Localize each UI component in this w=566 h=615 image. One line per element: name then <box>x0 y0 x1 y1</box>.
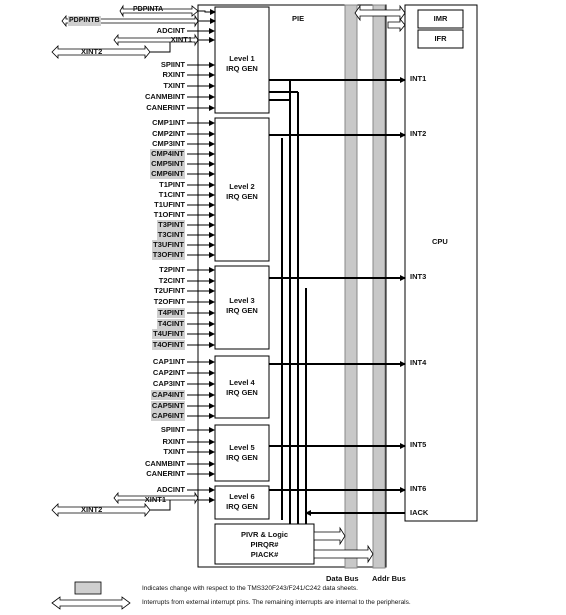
addr-bus <box>372 4 386 569</box>
int2-label: INT2 <box>410 129 427 138</box>
input-label-t4ofint: T4OFINT <box>151 340 185 350</box>
cpu-block <box>404 4 478 522</box>
input-label-cmp3int: CMP3INT <box>152 139 185 148</box>
input-label-adcint: ADCINT <box>156 485 185 494</box>
input-label-cap5int: CAP5INT <box>150 401 185 411</box>
iack-label: IACK <box>410 508 429 517</box>
input-label-cmp2int: CMP2INT <box>152 129 185 138</box>
data-bus <box>344 4 358 569</box>
level5-block <box>214 424 270 482</box>
pin-xint2-top: XINT2 <box>81 47 103 56</box>
input-label-t3cint: T3CINT <box>156 230 185 240</box>
input-label-t1ofint: T1OFINT <box>153 210 185 219</box>
legend-external-text: Interrupts from external interrupt pins.… <box>142 599 411 606</box>
input-label-spiint: SPIINT <box>160 425 185 434</box>
input-label-canmbint: CANMBINT <box>145 459 185 468</box>
input-label-cap6int: CAP6INT <box>150 411 185 421</box>
imr-label: IMR <box>433 14 448 23</box>
int6-label: INT6 <box>410 484 427 493</box>
input-label-rxint: RXINT <box>162 70 186 79</box>
legend-changed-text: Indicates change with respect to the TMS… <box>142 585 358 592</box>
ifr-label: IFR <box>434 34 447 43</box>
pin-pdpinta: PDPINTA <box>133 6 164 13</box>
level4-block <box>214 355 270 419</box>
int5-label: INT5 <box>410 440 427 449</box>
pin-xint2-bottom: XINT2 <box>81 505 103 514</box>
external-pin-links <box>150 9 216 511</box>
input-label-canerint: CANERINT <box>146 103 185 112</box>
imr-register <box>417 9 464 29</box>
data-bus-label: Data Bus <box>326 574 359 583</box>
input-label-cap3int: CAP3INT <box>152 379 185 388</box>
input-label-txint: TXINT <box>163 81 185 90</box>
input-label-t2ufint: T2UFINT <box>154 286 185 295</box>
pivr-block <box>214 523 315 565</box>
input-label-t4cint: T4CINT <box>156 319 185 329</box>
input-label-cmp6int: CMP6INT <box>150 169 185 179</box>
input-label-cmp5int: CMP5INT <box>150 159 185 169</box>
input-label-t4pint: T4PINT <box>157 308 185 318</box>
input-label-adcint: ADCINT <box>156 26 185 35</box>
input-label-cmp4int: CMP4INT <box>150 149 185 159</box>
pie-outline <box>197 4 387 568</box>
input-label-t2ofint: T2OFINT <box>153 297 185 306</box>
pie-label: PIE <box>292 14 305 23</box>
input-label-spiint: SPIINT <box>160 60 185 69</box>
level2-block <box>214 117 270 262</box>
input-label-t3ufint: T3UFINT <box>152 240 185 250</box>
input-label-cap4int: CAP4INT <box>150 390 185 400</box>
input-label-txint: TXINT <box>163 447 185 456</box>
input-label-t1cint: T1CINT <box>158 190 185 199</box>
input-label-t1pint: T1PINT <box>159 180 185 189</box>
input-label-t4ufint: T4UFINT <box>152 329 185 339</box>
int4-label: INT4 <box>410 358 427 367</box>
addr-bus-label: Addr Bus <box>372 574 406 583</box>
pivr-bus-arrows <box>313 526 374 564</box>
legend-changed-swatch <box>74 581 102 595</box>
input-label-canerint: CANERINT <box>146 469 185 478</box>
input-label-t1ufint: T1UFINT <box>154 200 185 209</box>
bus-arrows <box>354 4 406 33</box>
pin-pdpintb: PDPINTB <box>68 16 101 26</box>
input-label-t3pint: T3PINT <box>157 220 185 230</box>
external-pin-arrows <box>51 4 199 518</box>
input-label-t2pint: T2PINT <box>159 265 185 274</box>
input-label-canmbint: CANMBINT <box>145 92 185 101</box>
input-label-cmp1int: CMP1INT <box>152 118 185 127</box>
input-label-rxint: RXINT <box>162 437 186 446</box>
level6-block <box>214 485 270 520</box>
int1-label: INT1 <box>410 74 427 83</box>
input-label-t2cint: T2CINT <box>158 276 185 285</box>
input-label-xint1: XINT1 <box>170 35 192 44</box>
int-output-lines <box>269 77 406 516</box>
input-label-xint1: XINT1 <box>144 495 166 504</box>
level-vertical-lines <box>269 80 307 524</box>
input-arrows <box>187 28 215 503</box>
int3-label: INT3 <box>410 272 427 281</box>
level1-block <box>214 6 270 114</box>
legend-external-arrow <box>51 596 131 610</box>
input-label-t3ofint: T3OFINT <box>151 250 185 260</box>
input-label-cap2int: CAP2INT <box>152 368 185 377</box>
cpu-label: CPU <box>432 237 448 246</box>
ifr-register <box>417 29 464 49</box>
input-label-cap1int: CAP1INT <box>152 357 185 366</box>
level3-block <box>214 265 270 350</box>
